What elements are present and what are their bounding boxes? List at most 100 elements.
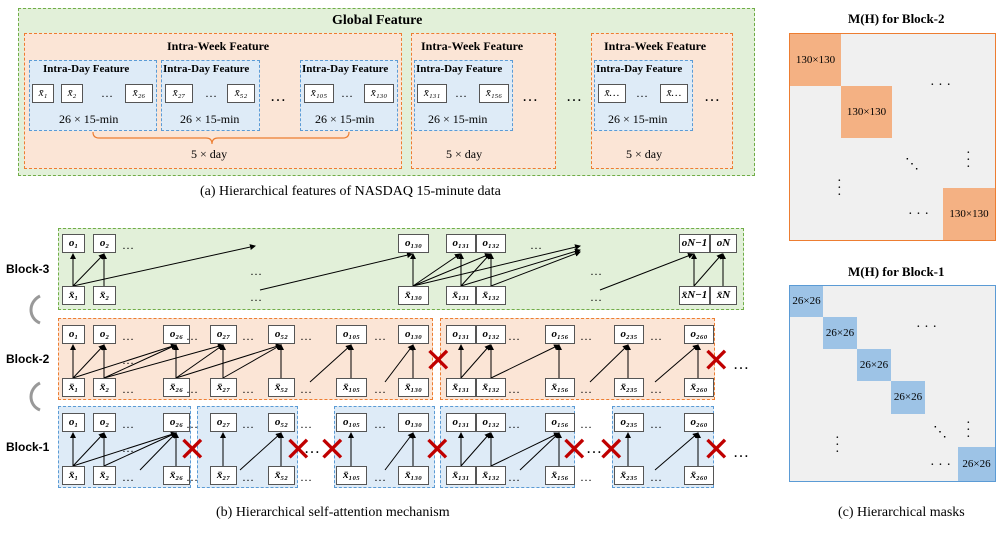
input-cell: x̄₁₀₅ [336,466,367,485]
ellipsis: … [122,353,134,367]
input-cell: x̄₁₃₂ [476,466,506,485]
ellipsis: … [304,440,320,457]
output-cell: o₂₆ [163,413,190,432]
caption-c: (c) Hierarchical masks [838,505,965,520]
ellipsis: … [508,382,520,396]
attention-arrow [693,253,723,287]
masked-cross-icon: ✕ [597,430,626,470]
attention-arrow [412,244,581,287]
intra-day-title-4: Intra-Day Feature [416,63,503,75]
attention-arrow [412,253,461,287]
ellipsis: ··· [966,146,971,175]
ellipsis: · · · [916,320,937,335]
ellipsis: … [580,417,592,431]
input-cell: x̄₂₇ [210,378,237,397]
ellipsis: … [650,329,662,343]
ellipsis: … [733,356,749,373]
attention-arrow [384,432,414,471]
masked-cross-icon: ✕ [424,341,453,381]
mask-2-block: 130×130 [790,34,841,86]
output-cell: o₂₆₀ [684,325,714,344]
feature-cell: x̄… [598,84,626,103]
block-2-label: Block-2 [6,352,50,366]
ellipsis: … [122,470,134,484]
ellipsis: ⋱ [905,157,919,172]
ellipsis: ··· [837,174,842,203]
week-subtitle: 5 × day [626,147,663,161]
ellipsis: · · · [930,78,951,93]
attention-arrow [460,432,491,467]
ellipsis: · · · [930,458,951,473]
masked-cross-icon: ✕ [318,430,347,470]
day-subtitle: 26 × 15-min [180,112,240,126]
output-cell: o₁ [62,325,85,344]
input-cell: x̄₁₅₆ [545,466,575,485]
attention-arrow [460,344,491,379]
output-cell: o₂₃₅ [614,325,644,344]
ellipsis: … [101,86,113,100]
masked-cross-icon: ✕ [284,430,313,470]
feature-cell: x̄₁₅₆ [479,84,509,103]
input-cell: x̄₁₃₂ [476,286,506,305]
ellipsis: … [341,86,353,100]
masked-cross-icon: ✕ [702,430,731,470]
mask-1-block: 26×26 [823,317,857,349]
intra-day-title-2: Intra-Day Feature [163,63,250,75]
ellipsis: … [733,444,749,461]
mask-1-block: 26×26 [958,447,995,481]
feature-cell: x̄₁ [32,84,54,103]
masked-cross-icon: ✕ [560,430,589,470]
ellipsis: … [242,382,254,396]
ellipsis: … [590,290,602,304]
feature-cell: x̄… [660,84,688,103]
attention-arrow [384,344,414,383]
intra-day-title-3: Intra-Day Feature [302,63,389,75]
input-cell: x̄₁₃₂ [476,378,506,397]
output-cell: o₁₃₂ [476,234,506,253]
output-cell: o₁₃₀ [398,325,429,344]
ellipsis: … [300,417,312,431]
ellipsis: … [586,440,602,457]
feature-cell: x̄₅₂ [227,84,255,103]
mask-2-block: 130×130 [841,86,892,138]
masked-cross-icon: ✕ [702,341,731,381]
output-cell: o₁₃₁ [446,234,476,253]
ellipsis: … [508,417,520,431]
input-cell: x̄₂₇ [210,466,237,485]
attention-arrow [654,432,699,471]
ellipsis: … [508,470,520,484]
output-cell: o₂₆ [163,325,190,344]
input-cell: x̄₅₂ [268,466,295,485]
attention-arrow [222,344,282,379]
ellipsis: … [636,86,648,100]
attention-arrow [412,253,491,287]
global-feature-title: Global Feature [332,13,423,28]
day-subtitle: 26 × 15-min [59,112,119,126]
feature-cell: x̄₂₆ [125,84,153,103]
ellipsis: … [122,238,134,252]
attention-arrow [72,344,105,379]
output-cell: o₁ [62,234,85,253]
ellipsis: ··· [966,416,971,445]
attention-arrow [103,344,177,379]
ellipsis: ··· [835,431,840,460]
attention-arrow [72,343,177,379]
attention-arrow [72,253,105,287]
ellipsis: … [250,264,262,278]
mask-1-title-text: M(H) for Block-1 [848,264,945,279]
ellipsis: … [122,382,134,396]
output-cell: o₂₆₀ [684,413,714,432]
ellipsis: … [374,417,386,431]
ellipsis: … [300,382,312,396]
mask-2-title: M(H) for Block-2 [848,11,945,27]
output-cell: o₁₃₀ [398,234,429,253]
ellipsis: … [650,470,662,484]
input-cell: x̄₂₃₅ [614,466,644,485]
attention-arrow [490,250,581,287]
ellipsis: … [122,441,134,455]
input-cell: x̄₁ [62,286,85,305]
intra-week-title-3: Intra-Week Feature [604,39,707,53]
attention-arrow [599,253,694,291]
intra-day-title-5: Intra-Day Feature [596,63,683,75]
